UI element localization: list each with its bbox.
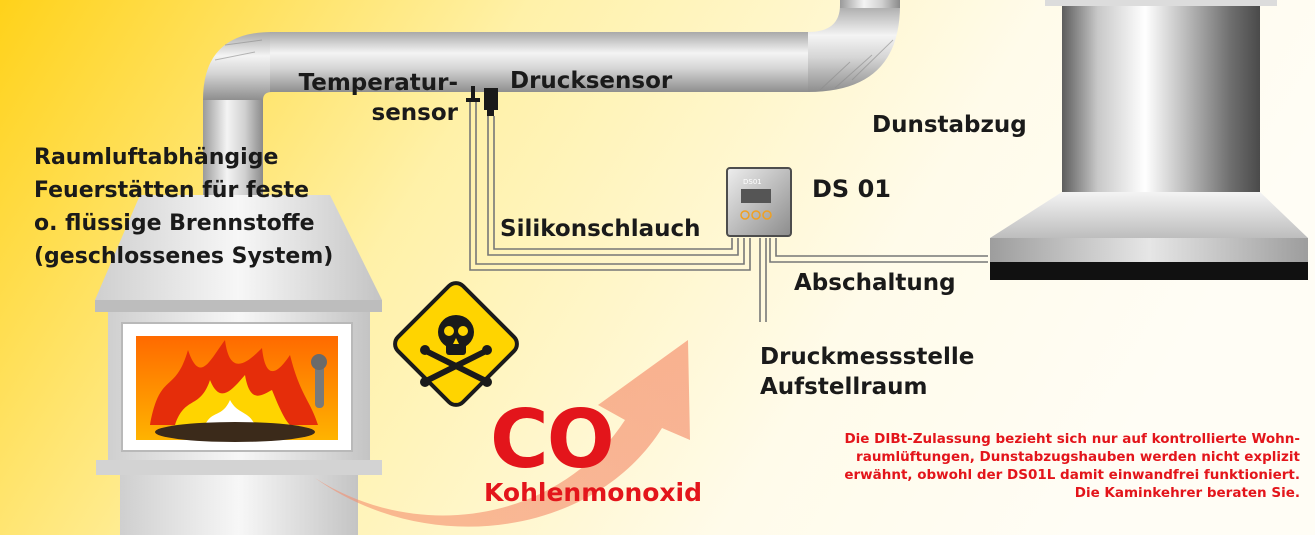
skull-crossbones-icon (393, 281, 519, 407)
co-formula: CO (490, 393, 615, 486)
hose-label: Silikonschlauch (500, 216, 701, 242)
fireplace-label: Raumluftabhängige Feuerstätten für feste… (34, 141, 333, 273)
co-name: Kohlenmonoxid (484, 478, 703, 507)
fireplace-label-line: (geschlossenes System) (34, 244, 334, 269)
fireplace-label-line: Feuerstätten für feste (34, 178, 309, 203)
pressure-sensor-label: Drucksensor (510, 68, 673, 94)
temperature-sensor-label-line1: Temperatur- (298, 70, 458, 96)
room-pressure-hose (759, 238, 767, 322)
approval-note-line: erwähnt, obwohl der DS01L damit einwandf… (844, 467, 1300, 483)
shutdown-label: Abschaltung (794, 270, 956, 296)
fireplace-label-line: o. flüssige Brennstoffe (34, 211, 315, 236)
hood-label: Dunstabzug (872, 112, 1027, 138)
measuring-point-line1: Druckmessstelle (760, 344, 975, 370)
approval-note-line: Die Kaminkehrer beraten Sie. (1074, 485, 1300, 501)
co-flow-arrow (315, 340, 690, 527)
silicone-hose (469, 102, 751, 271)
approval-note-line: raumlüftungen, Dunstabzugshauben werden … (856, 449, 1300, 465)
ds01-device (726, 167, 792, 237)
device-label: DS 01 (812, 175, 891, 203)
temperature-sensor-label: Temperatur- sensor (268, 68, 458, 128)
device-tag: DS01 (743, 178, 762, 186)
fireplace (95, 195, 382, 535)
temperature-sensor-label-line2: sensor (371, 100, 459, 126)
temperature-sensor (466, 86, 480, 102)
fireplace-label-line: Raumluftabhängige (34, 145, 279, 170)
approval-note: Die DIBt-Zulassung bezieht sich nur auf … (760, 430, 1300, 502)
flue-duct (203, 0, 900, 275)
shutdown-cable (769, 238, 988, 263)
pressure-sensor (484, 88, 498, 116)
measuring-point-line2: Aufstellraum (760, 374, 928, 400)
measuring-point-label: Druckmessstelle Aufstellraum (760, 342, 974, 402)
approval-note-line: Die DIBt-Zulassung bezieht sich nur auf … (844, 431, 1300, 447)
extractor-hood (990, 0, 1308, 280)
